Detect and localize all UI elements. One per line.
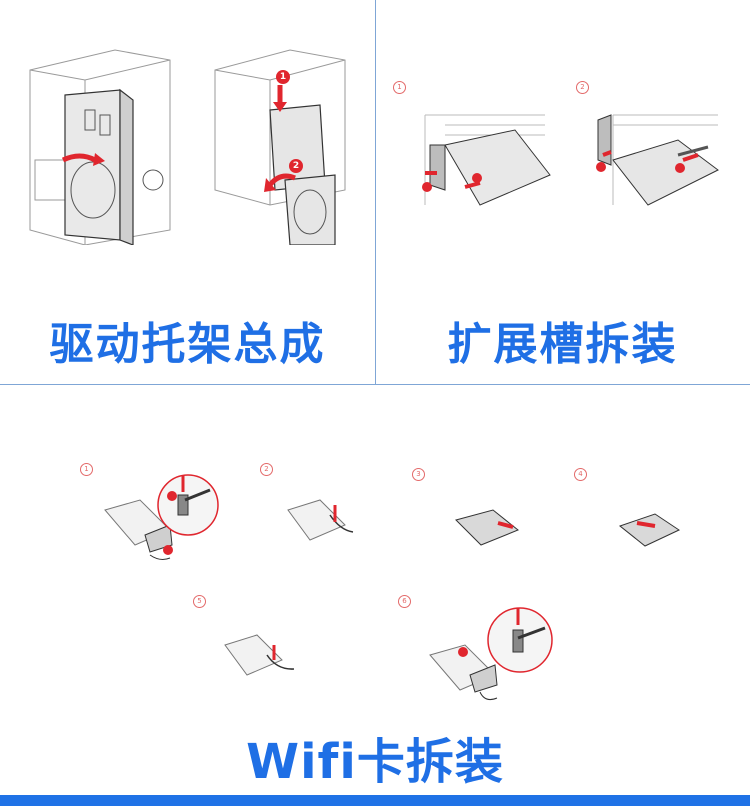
step-number: 3: [412, 468, 425, 481]
wifi-step5-illustration: [224, 634, 295, 676]
step-number: 2: [576, 81, 589, 94]
wifi-step2-illustration: [287, 499, 354, 541]
step-number: 2: [260, 463, 273, 476]
drive-bracket-illustration-2: [214, 49, 346, 245]
callout-2-drive: 2: [289, 159, 303, 173]
step-number: 1: [80, 463, 93, 476]
wifi-step1-illustration: [104, 474, 219, 560]
bottom-bar: [0, 795, 750, 806]
step-number: 4: [574, 468, 587, 481]
horizontal-divider: [0, 384, 750, 385]
step-number: 6: [398, 595, 411, 608]
wifi-card-title: Wifi卡拆装: [246, 734, 504, 790]
wifi-step3-illustration: [455, 509, 519, 546]
expansion-slot-illustration-2: [596, 114, 719, 206]
expansion-slot-illustration-1: [422, 114, 551, 206]
vertical-divider: [375, 0, 376, 385]
step-number: 1: [393, 81, 406, 94]
drive-bracket-title: 驱动托架总成: [49, 319, 326, 370]
wifi-step4-illustration: [618, 513, 681, 547]
drive-bracket-illustration-1: [29, 49, 171, 245]
wifi-step6-illustration: [429, 607, 553, 700]
expansion-slot-title: 扩展槽拆装: [447, 319, 678, 370]
step-number: 5: [193, 595, 206, 608]
callout-1-drive: 1: [276, 70, 290, 84]
